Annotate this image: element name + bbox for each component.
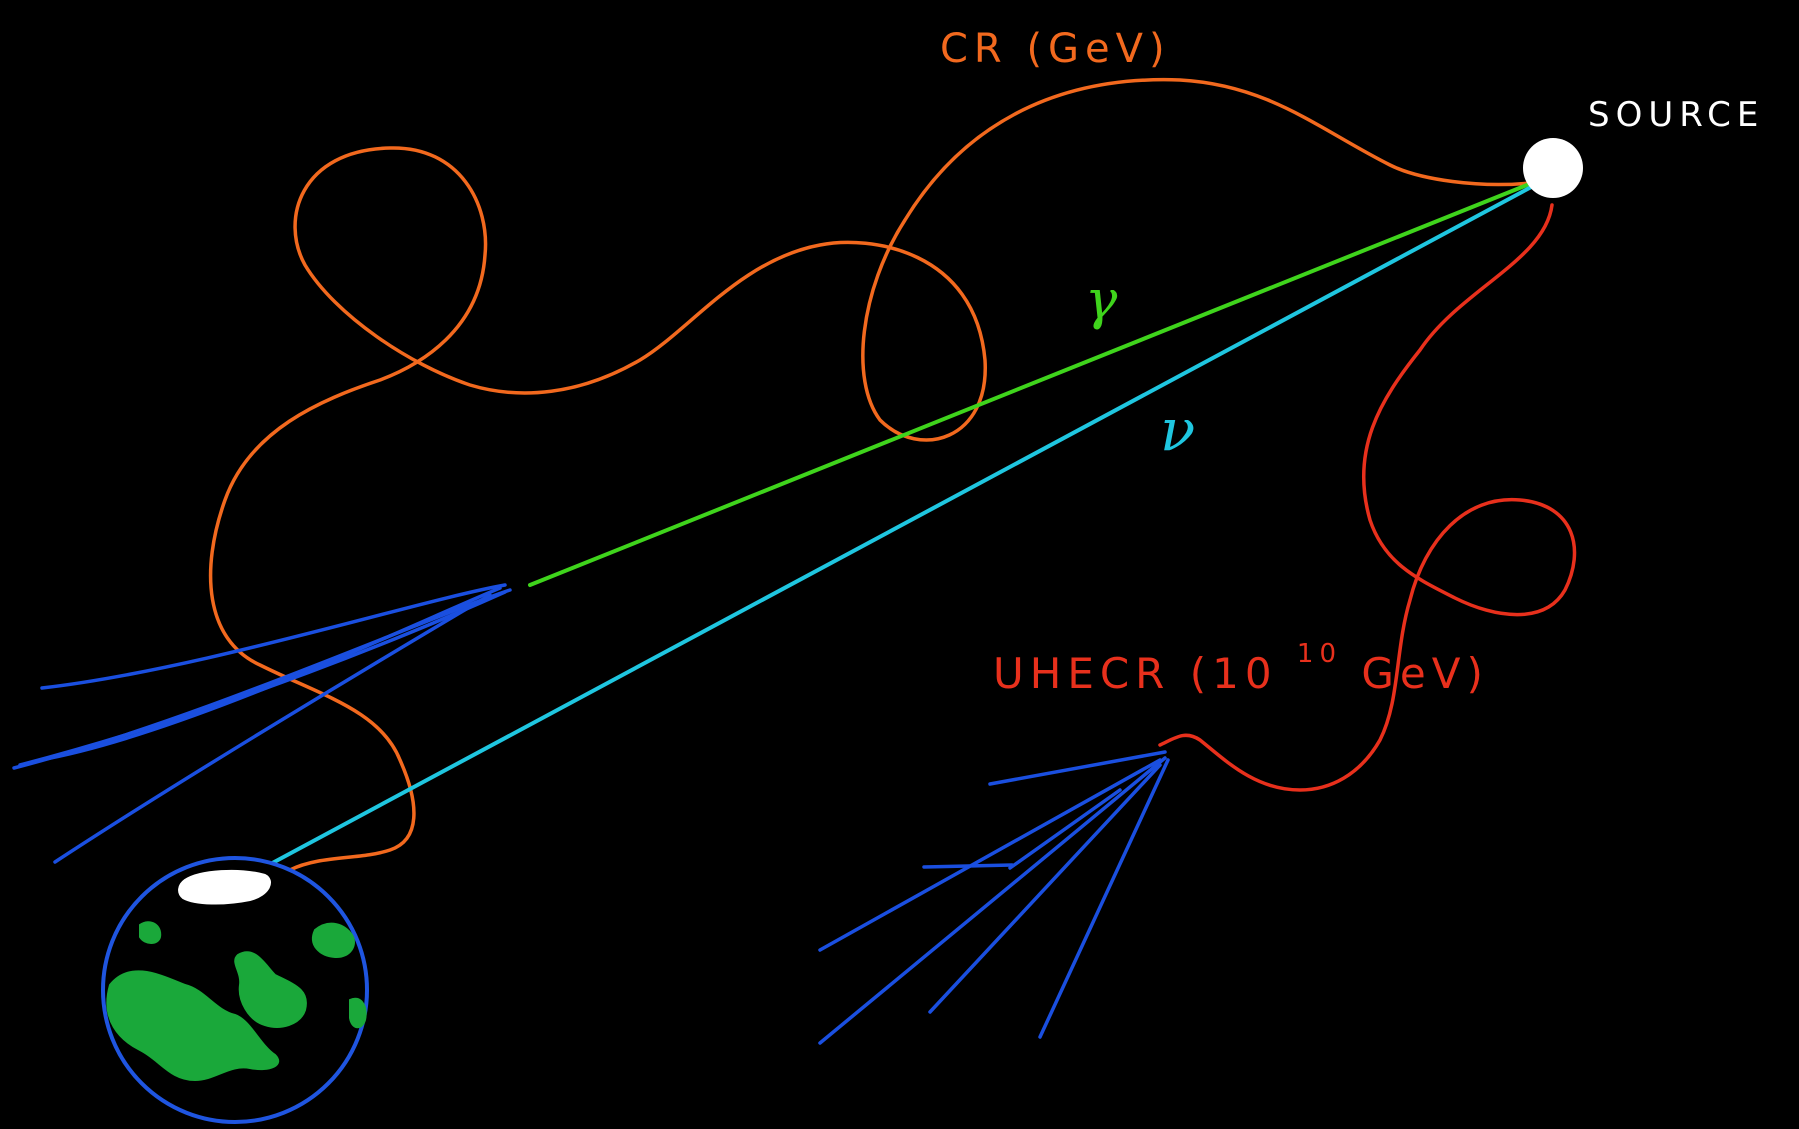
uhecr-label-prefix: UHECR (10 — [993, 649, 1278, 698]
earth-continent — [106, 970, 280, 1082]
earth-continent — [139, 921, 162, 944]
uhecr-label-suffix: GeV) — [1361, 649, 1489, 698]
earth-continent — [234, 951, 307, 1028]
gamma-ray-line — [528, 181, 1534, 587]
source-label: SOURCE — [1588, 95, 1764, 135]
neutrino-label: ν — [1160, 396, 1195, 464]
uhecr-label-exponent: 10 — [1297, 639, 1342, 669]
earth-continent — [312, 922, 355, 959]
gamma-label: γ — [1085, 268, 1118, 331]
cr-label: CR (GeV) — [940, 26, 1171, 72]
uhecr-air-shower — [818, 750, 1170, 1045]
cr-trajectory — [208, 77, 1532, 872]
earth-polar-cap — [178, 869, 271, 905]
neutrino-line — [248, 183, 1537, 877]
source-object — [1523, 138, 1583, 198]
uhecr-trajectory — [1158, 203, 1577, 792]
earth — [101, 856, 369, 1124]
earth-continent — [349, 997, 367, 1029]
gamma-air-shower — [12, 583, 512, 864]
uhecr-label: UHECR (10 10 GeV) — [993, 623, 1489, 698]
